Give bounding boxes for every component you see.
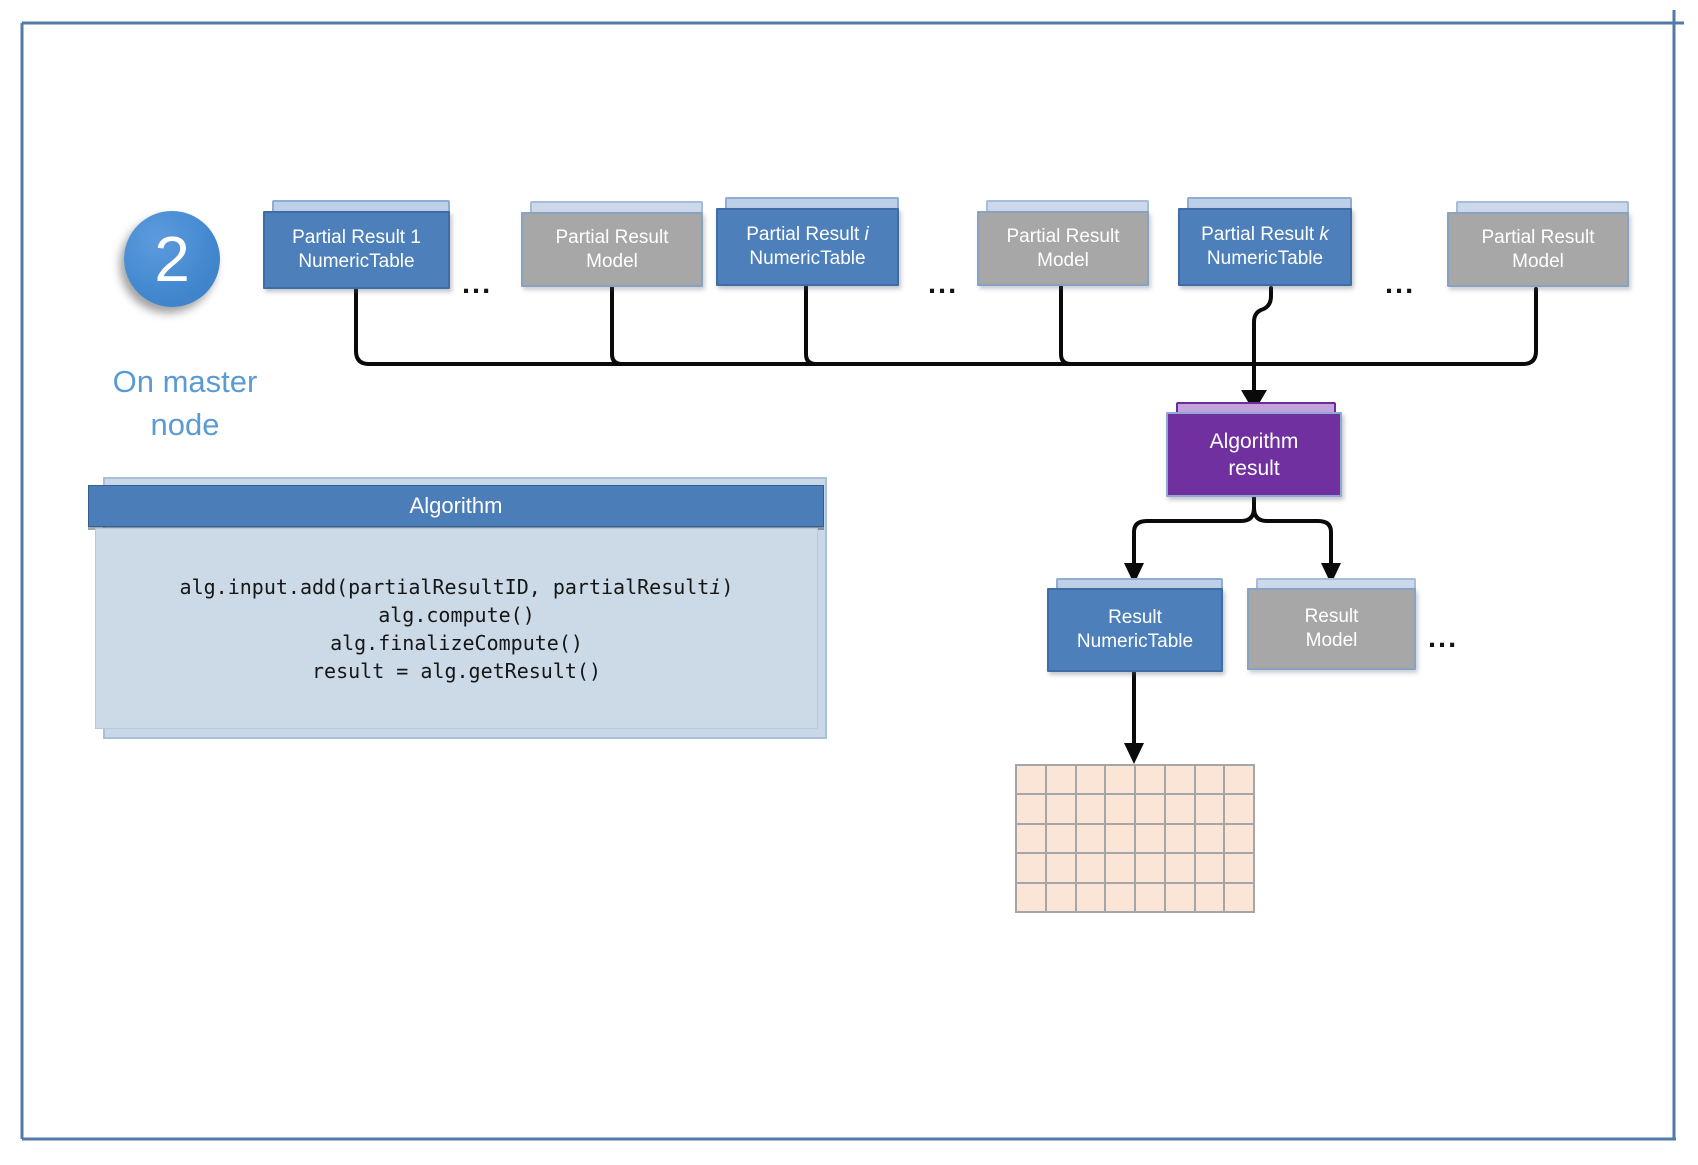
grid-cell [1164, 882, 1195, 912]
grid-cell [1016, 823, 1046, 854]
box-label-line1: Partial Result [746, 224, 865, 245]
numeric-table-grid [1015, 764, 1255, 913]
grid-cell [1045, 853, 1076, 883]
grid-cell [1075, 823, 1106, 854]
context-line-2: node [150, 407, 220, 442]
grid-cell [1016, 882, 1046, 912]
connector-partial-result-model-1 [610, 286, 624, 366]
context-line-1: On master [112, 364, 258, 399]
grid-cell [1105, 765, 1135, 795]
box-label-line1: Partial Result [1481, 226, 1595, 248]
box-label-italic: k [1319, 224, 1329, 245]
box-label-line2: NumericTable [1206, 248, 1324, 269]
grid-cell [1194, 853, 1225, 883]
grid-cell [1164, 823, 1195, 854]
step-2-badge: 2 [124, 211, 220, 307]
box-label-line1: Algorithm [1209, 429, 1299, 453]
box-label-line1: Result [1304, 606, 1359, 627]
grid-cell [1135, 882, 1165, 912]
grid-cell [1194, 823, 1225, 854]
grid-cell [1016, 853, 1046, 883]
grid-cell [1045, 765, 1076, 795]
grid-cell [1224, 794, 1254, 824]
connector-result-to-model [1252, 496, 1333, 566]
grid-cell [1135, 794, 1165, 824]
grid-cell [1105, 882, 1135, 912]
code-line-3: alg.finalizeCompute() [330, 630, 583, 655]
grid-cell [1135, 853, 1165, 883]
grid-cell [1224, 882, 1254, 912]
grid-cell [1164, 853, 1195, 883]
grid-cell [1045, 823, 1076, 854]
grid-cell [1045, 794, 1076, 824]
connector-bus-left [354, 288, 1256, 366]
grid-cell [1075, 853, 1106, 883]
grid-cell [1105, 794, 1135, 824]
box-label-line2: Model [1512, 250, 1564, 272]
grid-cell [1194, 765, 1225, 795]
grid-cell [1135, 823, 1165, 854]
grid-cell [1105, 823, 1135, 854]
grid-cell [1075, 765, 1106, 795]
code-line-4: result = alg.getResult() [312, 658, 601, 683]
ellipsis-4: ... [1428, 622, 1459, 654]
box-label-italic: i [864, 224, 869, 245]
step-number: 2 [154, 223, 190, 295]
grid-cell [1224, 853, 1254, 883]
grid-cell [1164, 794, 1195, 824]
grid-cell [1224, 765, 1254, 795]
grid-cell [1016, 765, 1046, 795]
ellipsis-2: ... [928, 268, 959, 300]
connector-partial-result-model-2 [1059, 285, 1073, 366]
grid-cell [1194, 882, 1225, 912]
box-label-line1: Partial Result [1006, 225, 1120, 247]
box-label-line1: Result [1108, 607, 1162, 628]
grid-cell [1016, 794, 1046, 824]
box-label-line2: Model [1305, 630, 1358, 651]
box-label-line2: Model [586, 250, 638, 272]
grid-cell [1135, 765, 1165, 795]
grid-cell [1075, 882, 1106, 912]
grid-cell [1224, 823, 1254, 854]
box-label-line1: Partial Result [555, 226, 669, 248]
ellipsis-3: ... [1385, 268, 1416, 300]
box-label-line2: NumericTable [749, 248, 866, 269]
box-label-line2: NumericTable [1076, 631, 1194, 652]
ellipsis-1: ... [462, 268, 493, 300]
box-label-line2: result [1228, 456, 1280, 480]
box-label-line1: Partial Result [1201, 224, 1320, 245]
code-line-1: alg.input.add(partialResultID, partialRe… [179, 574, 734, 599]
connector-partial-result-i [804, 285, 818, 366]
algorithm-title: Algorithm [409, 493, 503, 518]
connector-k-to-result [1252, 286, 1273, 392]
box-label-line1: Partial Result 1 [292, 227, 421, 248]
algorithm-box-header: Algorithm [88, 485, 824, 527]
box-label-line2: NumericTable [298, 251, 415, 272]
arrowhead-into-grid [1124, 743, 1144, 764]
connector-result-to-numerictable [1132, 496, 1256, 566]
grid-cell [1075, 794, 1106, 824]
grid-cell [1105, 853, 1135, 883]
code-line-2: alg.compute() [378, 602, 535, 627]
grid-cell [1194, 794, 1225, 824]
grid-cell [1045, 882, 1076, 912]
grid-cell [1164, 765, 1195, 795]
algorithm-code-panel: alg.input.add(partialResultID, partialRe… [95, 528, 818, 729]
on-master-node-label: On master node [90, 360, 280, 446]
box-label-line2: Model [1037, 249, 1089, 271]
